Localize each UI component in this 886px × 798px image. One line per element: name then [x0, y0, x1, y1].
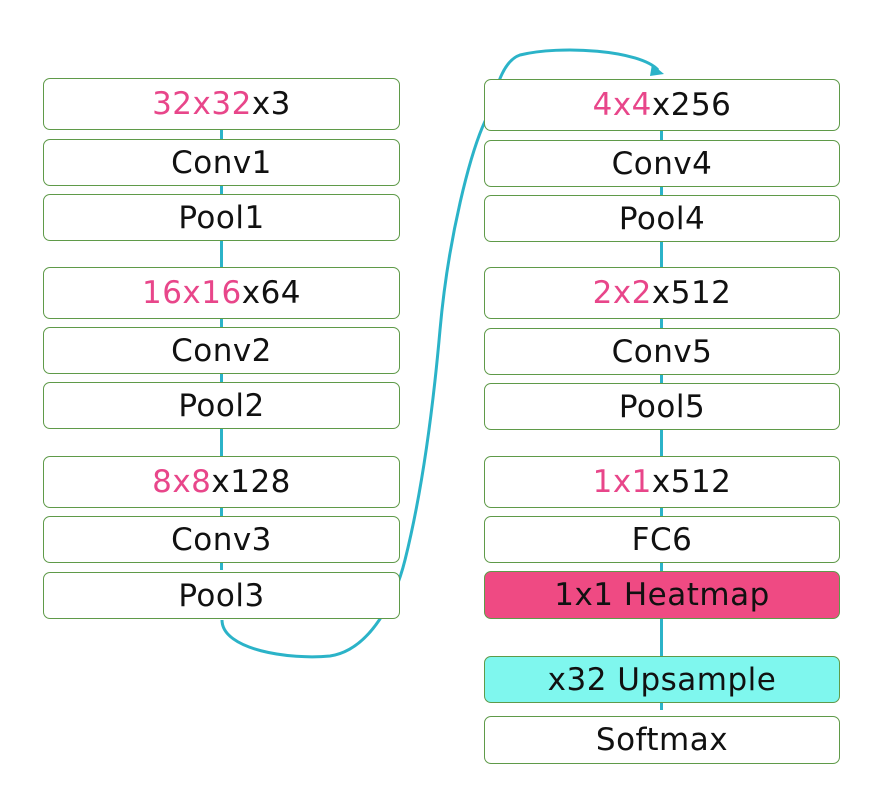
pool3-box: Pool3 — [43, 572, 400, 619]
input-dims: 4x4 — [592, 87, 652, 123]
conv5-box: Conv5 — [484, 328, 840, 375]
input-channels: x512 — [651, 275, 732, 311]
input-dims: 1x1 — [592, 464, 652, 500]
input-channels: x64 — [241, 275, 302, 311]
input-dims: 2x2 — [592, 275, 652, 311]
conv3-box: Conv3 — [43, 516, 400, 563]
input-channels: x128 — [211, 464, 291, 500]
input-dims: 32x32 — [152, 86, 252, 122]
conv2-box: Conv2 — [43, 327, 400, 374]
conv4-box: Conv4 — [484, 140, 840, 187]
softmax-box: Softmax — [484, 716, 840, 764]
heatmap-box: 1x1 Heatmap — [484, 571, 840, 619]
input-dims: 8x8 — [152, 464, 212, 500]
pool1-box: Pool1 — [43, 194, 400, 241]
input-dims: 16x16 — [141, 275, 242, 311]
upsample-box: x32 Upsample — [484, 656, 840, 703]
input-channels: x256 — [651, 87, 732, 123]
pool4-box: Pool4 — [484, 195, 840, 242]
pool5-box: Pool5 — [484, 383, 840, 430]
conv1-box: Conv1 — [43, 139, 400, 186]
input-channels: x3 — [251, 86, 291, 122]
fc6-box: FC6 — [484, 516, 840, 563]
input-channels: x512 — [651, 464, 732, 500]
pool2-box: Pool2 — [43, 382, 400, 429]
